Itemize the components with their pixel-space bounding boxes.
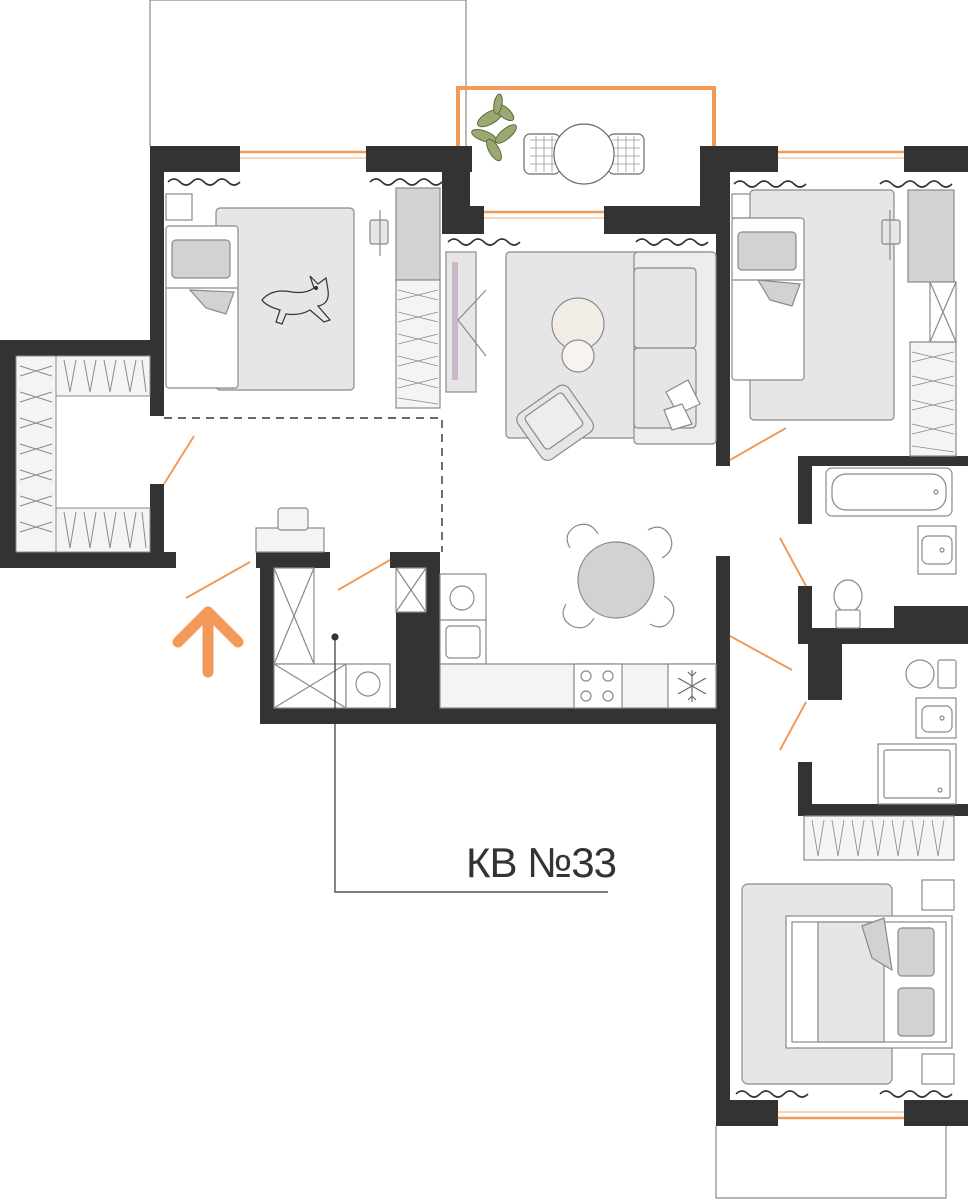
apartment-number-label: КВ №33 xyxy=(466,839,617,886)
kitchen xyxy=(439,573,717,709)
wardrobe-hatching-left xyxy=(397,289,439,405)
snowflake-icon xyxy=(677,670,707,702)
dining-table xyxy=(562,523,675,629)
arrow-up-icon xyxy=(172,606,244,678)
doors xyxy=(163,427,807,751)
walls xyxy=(0,146,968,1126)
bedroom-left-furniture xyxy=(165,187,441,409)
balcony-table xyxy=(523,123,645,185)
balcony xyxy=(456,86,716,146)
curtains xyxy=(167,178,953,1098)
hallway-furniture xyxy=(255,507,427,709)
label-leader xyxy=(331,633,608,893)
bedroom-master-furniture xyxy=(741,815,955,1085)
living-room-furniture xyxy=(445,251,717,461)
bathroom-1 xyxy=(825,467,957,629)
windows xyxy=(240,150,904,1120)
zone-divider xyxy=(164,417,443,552)
bedroom-right-furniture xyxy=(731,189,957,457)
plant-icon xyxy=(471,93,517,162)
bathroom-2 xyxy=(877,659,957,805)
storage-left-furniture xyxy=(15,355,151,553)
dog-icon xyxy=(261,275,332,325)
outline-lines xyxy=(149,0,947,1199)
